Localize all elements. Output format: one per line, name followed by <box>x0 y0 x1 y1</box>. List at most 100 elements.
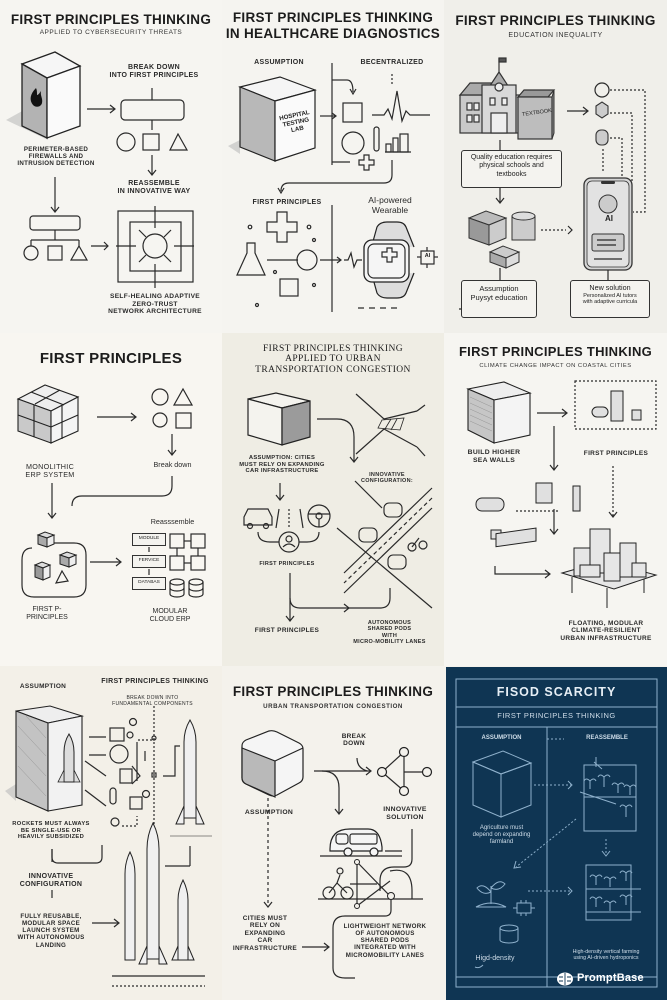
panel-subtitle: FIRST PRINCIPLES THINKING <box>497 711 616 720</box>
rockets-diagram <box>5 705 212 987</box>
climate-diagram <box>466 380 658 608</box>
rocket-icon <box>171 878 195 961</box>
block-cube-icon <box>16 384 80 444</box>
assumption-label: ASSUMPTION <box>481 735 522 741</box>
cube-icon <box>471 750 533 818</box>
assumption-label: MONOLITHIC ERP SYSTEM <box>25 462 75 480</box>
ai-chip-label: AI <box>424 253 431 259</box>
server-cube-icon <box>6 51 82 140</box>
solution-box: New solution Personalized AI tutors with… <box>570 280 650 318</box>
solution-label: LIGHTWEIGHT NETWORK OF AUTONOMOUS SHARED… <box>343 923 427 959</box>
belief-label: CITIES MUST RELY ON EXPANDING CAR INFRAS… <box>232 915 298 952</box>
solution-label: AI-powered Wearable <box>368 195 412 215</box>
panel-title: FIRST PRINCIPLES THINKING <box>455 13 656 28</box>
road-grid-icon <box>336 480 433 609</box>
cross-icon <box>358 154 375 171</box>
database-icon <box>188 578 204 598</box>
assumption-box: Assumption Puysyt education <box>461 280 537 318</box>
solution-text: Personalized AI tutors with adaptive cur… <box>582 292 638 306</box>
urban-transport-diagram <box>243 392 433 622</box>
assumption-label: ASSUMPTION <box>254 59 304 66</box>
rocket-icon <box>170 719 212 837</box>
phone-ai-label: AI <box>605 214 613 223</box>
reassemble-label: REASSEMBLE <box>586 735 628 741</box>
components-label: Higd-density <box>475 955 515 962</box>
panel-cybersecurity: FIRST PRINCIPLES THINKING APPLIED TO CYB… <box>0 0 222 333</box>
promptbase-watermark: PromptBase <box>577 972 644 984</box>
smartwatch-icon <box>363 221 415 299</box>
first-principles-label-2: FIRST PRINCIPLES <box>254 627 320 634</box>
cube-icon <box>467 210 508 246</box>
shuttle-pod-icon <box>320 828 402 857</box>
floating-city-icon <box>560 528 658 608</box>
erp-diagram <box>16 384 206 598</box>
panel-title: FIRST PRINCIPLES THINKING APPLIED TO URB… <box>255 344 411 375</box>
database-box: DATABAS <box>132 577 166 590</box>
panel-erp: FIRST PRINCIPLES <box>0 333 222 666</box>
service-box: FERVICE <box>132 555 166 568</box>
belief-label: Agriculture must depend on expanding far… <box>472 825 531 845</box>
reassemble-label: Reasssemble <box>150 517 195 526</box>
rocket-icon <box>124 850 136 961</box>
waveform-icon <box>372 90 430 124</box>
network-graph-icon <box>376 746 433 797</box>
first-principles-label: FIRST PRINCIPLES <box>583 450 649 457</box>
path-network-icon <box>318 829 423 979</box>
panel-title: FIRST PRINCIPLES THINKING <box>458 344 653 359</box>
panel-title: FIRST PRINCIPLES <box>39 350 183 367</box>
pod-icon <box>387 554 407 570</box>
innovative-label: INNOVATIVE SOLUTION <box>383 806 427 821</box>
module-grid-icon <box>169 533 206 571</box>
rocket-icon <box>138 821 168 965</box>
bicycle-icon <box>322 867 354 900</box>
assumption-label: ASSUMPTION <box>19 683 67 690</box>
vertical-farm-icon <box>579 757 637 832</box>
break-down-label: Break down <box>153 460 192 469</box>
belief-box: Quality education requires physical scho… <box>461 150 562 188</box>
panel-title: FISOD SCARCITY <box>496 685 617 699</box>
panel-subtitle: EDUCATION INEQUALITY <box>508 32 603 39</box>
solution-label: High-density vertical farming using AI-d… <box>572 949 640 962</box>
solution-label: AUTONOMOUS SHARED PODS WITH MICRO-MOBILI… <box>353 620 426 645</box>
panel-title: FIRST PRINCIPLES THINKING <box>10 12 212 27</box>
component-cluster-icon <box>21 531 87 598</box>
cybersecurity-diagram <box>6 51 194 288</box>
panel-title: FIRST PRINCIPLES THINKING <box>232 684 434 699</box>
hospital-cube-icon <box>228 76 317 162</box>
assumption-label: BUILD HIGHER SEA WALLS <box>467 449 521 464</box>
panel-food-scarcity: FISOD SCARCITY FIRST PRINCIPLES THINKING… <box>446 667 667 1000</box>
urban-network-diagram <box>241 730 433 979</box>
reassemble-label: REASSEMBLE IN INNOVATIVE WAY <box>117 180 191 196</box>
panel-subtitle: CLIMATE CHANGE IMPACT ON COASTAL CITIES <box>479 363 632 369</box>
panel-subtitle: APPLIED TO CYBERSECURITY THREATS <box>39 29 183 36</box>
assumption-label: ASSUMPTION: CITIES MUST RELY ON EXPANDIN… <box>239 455 325 475</box>
break-down-label: BREAK DOWN INTO FIRST PRINCIPLES <box>109 64 199 80</box>
modular-blocks-icon <box>591 390 642 422</box>
first-principles-label: FIRST P- PRINCIPLES <box>26 606 68 622</box>
smartphone-icon <box>583 177 633 271</box>
pod-icon <box>383 502 403 518</box>
radiating-node-icon <box>116 206 194 288</box>
lane-icon <box>275 508 304 529</box>
chip-icon <box>513 900 535 916</box>
flask-icon <box>236 242 266 276</box>
healthcare-diagram <box>228 63 438 312</box>
belief-label: ROCKETS MUST ALWAYS BE SINGLE-USE OR HEA… <box>12 821 90 841</box>
solution-label: MODULAR CLOUD ERP <box>149 608 191 624</box>
rocket-block-icon <box>5 705 85 812</box>
solution-title: New solution <box>589 283 631 292</box>
food-scarcity-diagram <box>455 678 658 988</box>
break-down-label: BREAK DOWN INTO FUNDAMENTAL COMPONENTS <box>112 695 193 707</box>
assumption-text: Puysyt education <box>470 293 528 302</box>
decentralized-label: BECENTRALIZED <box>360 59 424 66</box>
box-icon <box>488 245 521 269</box>
panel-urban-transport-serif: FIRST PRINCIPLES THINKING APPLIED TO URB… <box>222 333 444 666</box>
module-box: MODULE <box>132 533 166 546</box>
cylinder-icon <box>511 211 536 241</box>
panel-healthcare: FIRST PRINCIPLES THINKING IN HEALTHCARE … <box>222 0 444 333</box>
seedling-icon <box>475 881 507 908</box>
solution-label: FLOATING, MODULAR CLIMATE-RESILIENT URBA… <box>560 620 652 642</box>
vertical-farm-icon <box>585 864 641 921</box>
solution-label: FULLY REUSABLE, MODULAR SPACE LAUNCH SYS… <box>17 913 85 949</box>
innovative-label: INNOVATIVE CONFIGURATION <box>19 873 83 889</box>
